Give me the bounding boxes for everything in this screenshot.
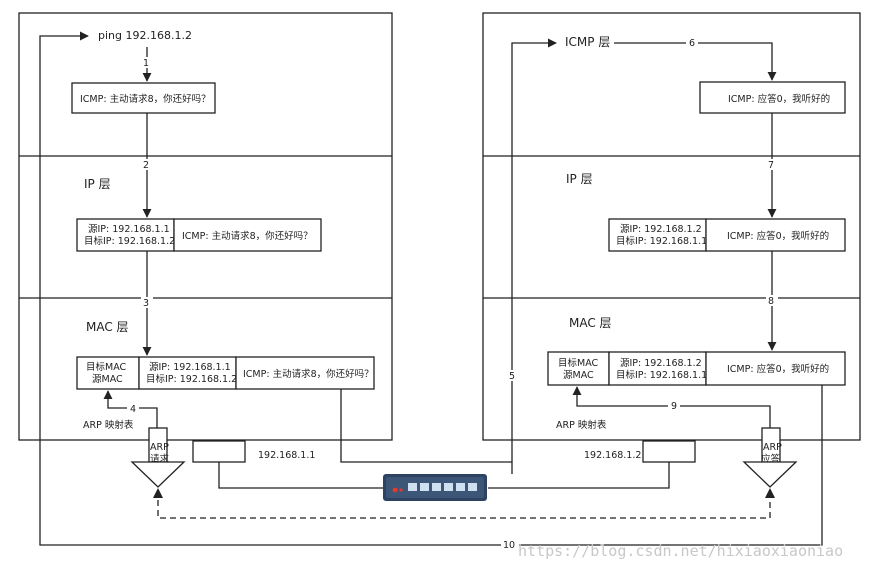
left-cable xyxy=(218,462,384,489)
step-10: 10 xyxy=(503,540,515,551)
right-icmp-box xyxy=(699,81,846,114)
left-nic-port xyxy=(192,440,246,463)
right-mac-icmp-text: ICMP: 应答0，我听好的 xyxy=(727,363,829,375)
switch-port xyxy=(456,483,465,491)
left-ip-layer-label: IP 层 xyxy=(84,177,111,191)
left-ip-icmp-box xyxy=(173,218,322,252)
right-icmp-packet-text: ICMP: 应答0，我听好的 xyxy=(728,93,830,105)
right-mac-dst: 目标MAC xyxy=(558,357,599,369)
right-arp-triangle xyxy=(742,461,798,488)
left-host-ip: 192.168.1.1 xyxy=(258,450,315,461)
right-mac-layer-label: MAC 层 xyxy=(569,316,612,330)
step-8: 8 xyxy=(768,296,774,307)
switch-port xyxy=(408,483,417,491)
right-arp-table-label: ARP 映射表 xyxy=(556,419,607,431)
left-arp-buffer-l1: ARP xyxy=(150,442,169,453)
right-flow: 5 6 7 8 9 ARP 应答 192.168.1.2 xyxy=(488,37,798,489)
switch-port xyxy=(444,483,453,491)
step-2: 2 xyxy=(143,160,149,171)
left-mac-ip-box xyxy=(138,356,237,390)
left-arp-triangle xyxy=(130,461,186,488)
right-ip-dst: 目标IP: 192.168.1.1 xyxy=(616,235,707,247)
right-host: ICMP 层 ICMP: 应答0，我听好的 IP 层 源IP: 192.168.… xyxy=(482,12,861,441)
left-ip-src: 源IP: 192.168.1.1 xyxy=(88,224,170,235)
arrow-10 xyxy=(39,31,823,546)
left-mac-box xyxy=(76,356,140,390)
arp-dashed-arrowhead-left xyxy=(153,488,163,498)
switch-ports xyxy=(408,483,477,491)
step-7: 7 xyxy=(768,160,774,171)
left-mac-dst: 目标MAC xyxy=(86,361,127,373)
right-ip-icmp-box xyxy=(705,218,846,252)
right-ip-layer-label: IP 层 xyxy=(566,172,593,186)
step-3: 3 xyxy=(143,298,149,309)
left-host-frame xyxy=(18,12,393,441)
right-icmp-layer-label: ICMP 层 xyxy=(565,35,610,49)
left-arp-table-label: ARP 映射表 xyxy=(83,419,134,431)
left-mac-layer-label: MAC 层 xyxy=(86,320,129,334)
left-flow: 1 2 3 4 ARP 请求 192.168.1.1 xyxy=(103,47,513,489)
right-ip-src-box xyxy=(608,218,707,252)
left-ip-dst: 目标IP: 192.168.1.2 xyxy=(84,235,175,247)
right-host-frame xyxy=(482,12,861,441)
left-ip-icmp-text: ICMP: 主动请求8，你还好吗？ xyxy=(182,230,313,242)
switch-led xyxy=(392,487,398,493)
right-cable xyxy=(488,462,670,489)
right-ip-icmp-text: ICMP: 应答0，我听好的 xyxy=(727,230,829,242)
switch-led-2 xyxy=(399,488,403,492)
arrow-5 xyxy=(511,38,557,462)
arp-dashed-link xyxy=(157,490,771,519)
step-4: 4 xyxy=(130,404,136,415)
step-5: 5 xyxy=(509,371,515,382)
network-switch xyxy=(383,474,487,501)
right-nic-port xyxy=(642,440,696,463)
watermark: https://blog.csdn.net/hixiaoxiaoniao xyxy=(518,542,843,560)
switch-port xyxy=(432,483,441,491)
right-mac-ip-src: 源IP: 192.168.1.2 xyxy=(620,358,702,369)
left-ping-command: ping 192.168.1.2 xyxy=(98,29,192,42)
step-6: 6 xyxy=(689,38,695,49)
left-icmp-box xyxy=(71,82,216,114)
left-icmp-packet-text: ICMP: 主动请求8，你还好吗？ xyxy=(80,93,211,105)
right-host-ip: 192.168.1.2 xyxy=(584,450,641,461)
switch-port xyxy=(468,483,477,491)
arrow-6 xyxy=(614,42,777,81)
left-host: ping 192.168.1.2 ICMP: 主动请求8，你还好吗？ IP 层 … xyxy=(18,12,393,441)
right-mac-icmp-box xyxy=(705,351,846,386)
left-mac-ip-dst: 目标IP: 192.168.1.2 xyxy=(146,373,237,385)
right-mac-ip-dst: 目标IP: 192.168.1.1 xyxy=(616,369,707,381)
right-ip-src: 源IP: 192.168.1.2 xyxy=(620,224,702,235)
step-1: 1 xyxy=(143,58,149,69)
left-mac-to-switch xyxy=(340,389,513,474)
step-9: 9 xyxy=(671,401,677,412)
left-mac-icmp-box xyxy=(235,356,375,390)
left-mac-ip-src: 源IP: 192.168.1.1 xyxy=(149,362,231,373)
left-mac-src: 源MAC xyxy=(92,374,123,385)
right-mac-src: 源MAC xyxy=(563,370,594,381)
right-arp-buffer-l1: ARP xyxy=(763,442,782,453)
arp-dashed-arrowhead-right xyxy=(765,488,775,498)
switch-port xyxy=(420,483,429,491)
left-mac-icmp-text: ICMP: 主动请求8，你还好吗？ xyxy=(243,368,374,380)
